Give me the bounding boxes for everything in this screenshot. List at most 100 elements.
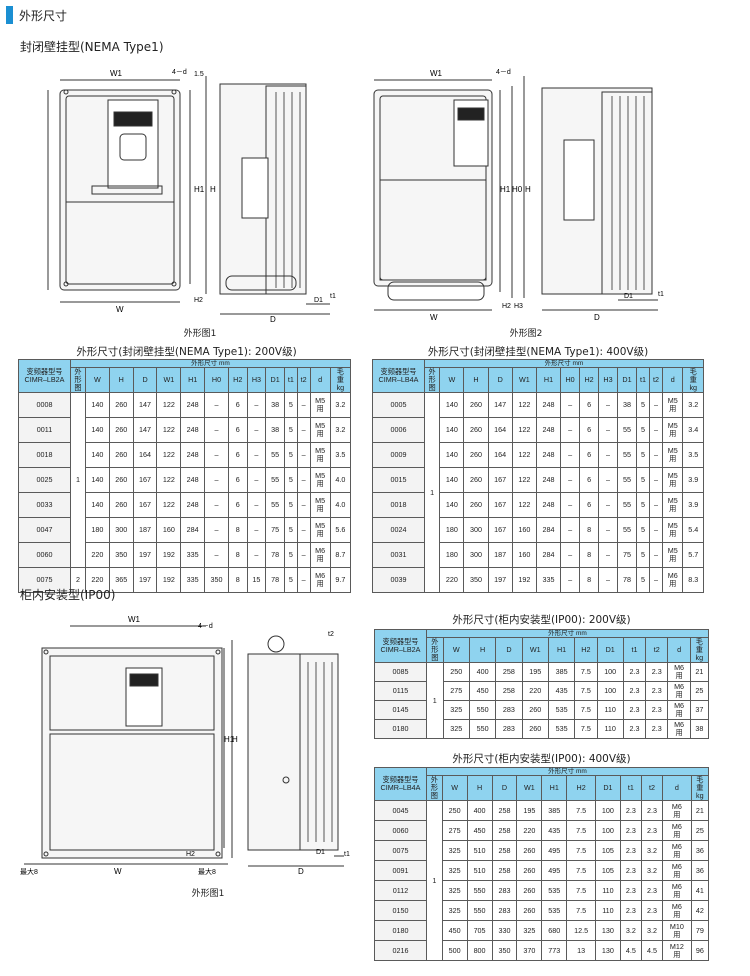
- value-cell: 160: [511, 542, 537, 568]
- value-cell: 4.0: [329, 492, 352, 518]
- model-cell: 0115: [374, 681, 427, 701]
- value-cell: –: [598, 517, 619, 543]
- value-cell: 12.5: [566, 920, 596, 941]
- value-cell: 7.5: [566, 840, 596, 861]
- value-cell: 3.2: [640, 860, 664, 881]
- value-cell: 258: [495, 662, 523, 682]
- value-cell: 260: [463, 442, 489, 468]
- column-header: H1: [547, 637, 576, 663]
- value-cell: 2.3: [619, 800, 642, 821]
- value-cell: –: [296, 517, 311, 543]
- value-cell: 122: [511, 442, 537, 468]
- value-cell: 680: [541, 920, 568, 941]
- value-cell: 4.0: [329, 467, 352, 493]
- value-cell: –: [204, 467, 229, 493]
- value-cell: 55: [617, 492, 637, 518]
- column-header: D1: [594, 775, 621, 801]
- dim-label: D1: [316, 849, 325, 856]
- value-cell: 4.5: [619, 940, 642, 961]
- value-cell: –: [648, 492, 664, 518]
- column-header: t2: [296, 367, 311, 393]
- table4-title: 外形尺寸(柜内安装型(IP00): 400V级): [452, 753, 631, 765]
- value-cell: 160: [511, 517, 537, 543]
- dim-label: D: [270, 315, 276, 324]
- column-header: H1: [180, 367, 206, 393]
- value-cell: 5: [635, 567, 651, 593]
- value-cell: 4.5: [640, 940, 664, 961]
- value-cell: 192: [156, 567, 182, 593]
- value-cell: –: [246, 467, 267, 493]
- model-cell: 0150: [374, 900, 427, 921]
- value-cell: 400: [468, 662, 497, 682]
- column-header: t1: [283, 367, 298, 393]
- subtitle-wall: 封闭壁挂型(NEMA Type1): [20, 40, 164, 54]
- dim-label: W1: [430, 69, 443, 78]
- value-cell: 800: [466, 940, 493, 961]
- value-cell: 5: [283, 467, 298, 493]
- value-cell: 37: [689, 700, 710, 720]
- value-cell: –: [204, 392, 229, 418]
- dim-label: 最大8: [198, 867, 216, 876]
- value-cell: 6: [227, 467, 248, 493]
- value-cell: 220: [521, 681, 549, 701]
- value-cell: 258: [491, 800, 518, 821]
- value-cell: 36: [690, 840, 710, 861]
- model-cell: 0008: [18, 392, 71, 418]
- value-cell: 78: [617, 567, 637, 593]
- value-cell: –: [204, 442, 229, 468]
- value-cell: 122: [156, 467, 182, 493]
- value-cell: 5: [635, 492, 651, 518]
- value-cell: 330: [491, 920, 518, 941]
- value-cell: 258: [491, 840, 518, 861]
- dim-label: W: [116, 305, 124, 314]
- value-cell: –: [598, 392, 619, 418]
- value-cell: 350: [491, 940, 518, 961]
- value-cell: –: [648, 517, 664, 543]
- value-cell: 325: [441, 860, 468, 881]
- page-title: 外形尺寸: [19, 8, 68, 23]
- value-cell: 100: [594, 800, 621, 821]
- table3-title: 外形尺寸(柜内安装型(IP00): 200V级): [452, 614, 631, 626]
- value-cell: 5: [283, 492, 298, 518]
- value-cell: 140: [439, 467, 465, 493]
- value-cell: 7.5: [566, 860, 596, 881]
- value-cell: –: [296, 542, 311, 568]
- value-cell: 42: [690, 900, 710, 921]
- value-cell: 370: [516, 940, 543, 961]
- column-header: D1: [596, 637, 624, 663]
- section-heading: 外形尺寸: [6, 6, 67, 24]
- dim-label: H3: [514, 303, 523, 310]
- value-cell: 3.5: [682, 442, 704, 468]
- value-cell: 275: [441, 820, 468, 841]
- value-cell: 283: [495, 700, 523, 720]
- model-cell: 0033: [18, 492, 71, 518]
- value-cell: 78: [265, 542, 285, 568]
- value-cell: 8: [227, 567, 248, 593]
- column-header: W: [439, 367, 465, 393]
- value-cell: 110: [596, 700, 624, 720]
- value-cell: 167: [132, 467, 158, 493]
- dimension-group-header: 外形尺寸 mm: [426, 767, 709, 776]
- value-cell: 2.3: [645, 681, 669, 701]
- value-cell: 180: [439, 542, 465, 568]
- value-cell: 260: [463, 467, 489, 493]
- value-cell: 275: [442, 681, 470, 701]
- value-cell: 122: [511, 467, 537, 493]
- caption-fig1b: 外形图1: [191, 889, 225, 899]
- value-cell: –: [648, 542, 664, 568]
